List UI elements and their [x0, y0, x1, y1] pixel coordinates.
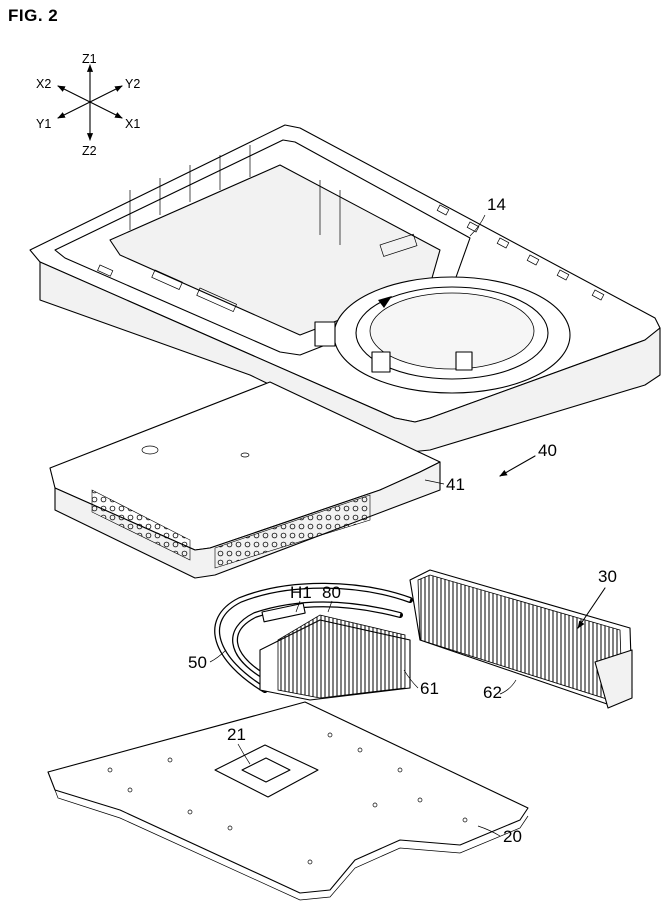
axis-z1-label: Z1: [82, 52, 97, 66]
ref-30: 30: [598, 567, 617, 586]
heat-pipe-50: [214, 582, 413, 693]
ref-14: 14: [487, 195, 506, 214]
circuit-board-20: [47, 701, 529, 901]
ref-40: 40: [538, 441, 557, 460]
ref-20: 20: [503, 827, 522, 846]
ref-50: 50: [188, 653, 207, 672]
ref-41: 41: [446, 475, 465, 494]
ref-21: 21: [227, 725, 246, 744]
axis-x1-label: X1: [125, 117, 140, 131]
shield-plate-41: [49, 381, 441, 579]
heat-sink-62: [409, 569, 633, 709]
heat-sink-61: [259, 602, 411, 701]
ref-h1: H1: [290, 583, 312, 602]
axis-y2-label: Y2: [125, 77, 140, 91]
axis-z2-label: Z2: [82, 144, 97, 158]
ref-80: 80: [322, 583, 341, 602]
x1-arrow: [89, 101, 123, 119]
axis-x2-label: X2: [36, 77, 51, 91]
y1-arrow: [57, 101, 91, 119]
y2-arrow: [89, 85, 123, 103]
axis-y1-label: Y1: [36, 117, 51, 131]
figure-title: FIG. 2: [8, 6, 59, 25]
top-frame-14: [29, 124, 661, 453]
ref-62: 62: [483, 683, 502, 702]
ref-61: 61: [420, 679, 439, 698]
axis-indicator: Z1 Z2 X2 X1 Y2 Y1: [36, 52, 140, 158]
x2-arrow: [57, 85, 91, 103]
